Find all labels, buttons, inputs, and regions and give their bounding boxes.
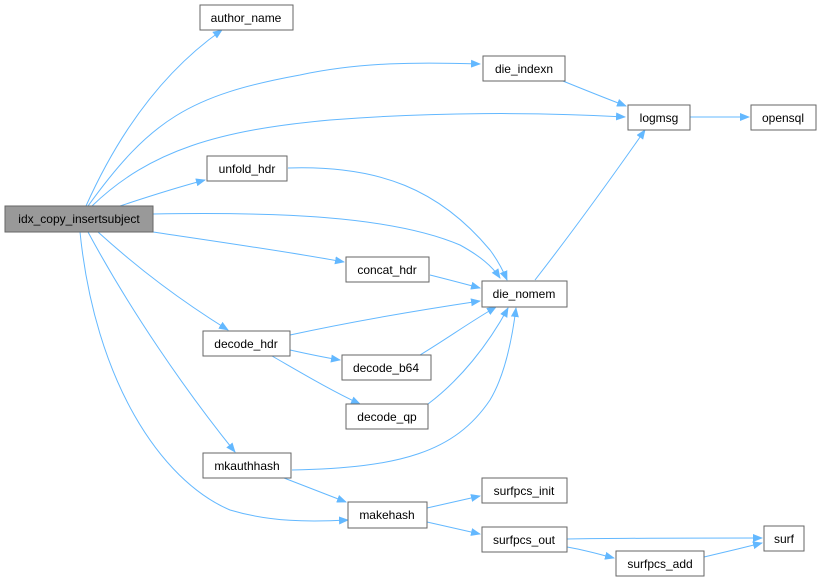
edge-mkauthhash-to-die-nomem [291,307,519,471]
edge-idx-to-die-indexn [87,59,481,207]
node-label: die_indexn [495,62,553,76]
node-label: makehash [359,508,414,522]
edge-die-indexn-to-logmsg [557,78,627,107]
node-label: mkauthhash [214,459,279,473]
edge-unfold-hdr-to-die-nomem [287,167,508,281]
node-decode-qp[interactable]: decode_qp [345,403,429,430]
edge-idx-to-unfold-hdr [119,178,206,207]
node-surf[interactable]: surf [763,525,805,552]
node-label: unfold_hdr [219,162,276,176]
node-label: idx_copy_insertsubject [18,212,140,226]
node-label: decode_b64 [353,361,419,375]
edge-concat-hdr-to-die-nomem [429,274,481,290]
node-label: surfpcs_add [627,557,692,571]
node-label: logmsg [640,111,679,125]
node-author-name[interactable]: author_name [199,4,294,31]
node-label: author_name [211,11,282,25]
node-label: decode_hdr [214,337,277,351]
node-decode-b64[interactable]: decode_b64 [341,354,432,381]
edge-idx-to-decode-hdr [97,231,229,331]
edge-idx-to-mkauthhash [87,231,236,453]
edge-decode-hdr-to-decode-qp [271,355,361,405]
node-surfpcs-out[interactable]: surfpcs_out [481,526,568,553]
node-surfpcs-init[interactable]: surfpcs_init [481,477,568,504]
nodes: idx_copy_insertsubject author_name die_i… [4,4,817,577]
node-decode-hdr[interactable]: decode_hdr [202,330,291,357]
node-idx-copy-insertsubject[interactable]: idx_copy_insertsubject [4,205,154,233]
node-mkauthhash[interactable]: mkauthhash [202,452,292,479]
edge-decode-hdr-to-die-nomem [289,298,481,336]
edge-makehash-to-surfpcs-init [426,494,481,509]
edge-idx-to-concat-hdr [152,231,345,265]
node-label: decode_qp [357,410,417,424]
node-concat-hdr[interactable]: concat_hdr [345,256,430,283]
node-die-indexn[interactable]: die_indexn [482,55,566,82]
node-label: surfpcs_init [494,484,555,498]
edge-surfpcs-out-to-surf [566,534,763,543]
node-label: die_nomem [493,287,556,301]
edge-makehash-to-surfpcs-out [426,521,481,536]
node-unfold-hdr[interactable]: unfold_hdr [206,155,288,182]
edge-die-nomem-to-logmsg [534,129,646,281]
edge-idx-to-makehash [79,231,349,525]
edge-decode-qp-to-die-nomem [427,307,509,405]
node-label: surf [774,532,795,546]
node-die-nomem[interactable]: die_nomem [481,280,568,308]
edge-surfpcs-add-to-surf [703,541,763,558]
edge-mkauthhash-to-makehash [283,477,347,503]
node-logmsg[interactable]: logmsg [627,104,691,131]
node-makehash[interactable]: makehash [347,501,428,529]
node-opensql[interactable]: opensql [750,104,817,131]
edge-idx-to-logmsg [91,112,626,207]
node-label: concat_hdr [357,263,416,277]
edge-decode-b64-to-die-nomem [419,306,497,356]
edges [79,29,763,560]
edge-idx-to-die-nomem [152,213,501,279]
node-label: opensql [762,111,804,125]
edge-surfpcs-out-to-surfpcs-add [566,546,615,560]
edge-idx-to-author-name [85,29,223,207]
node-surfpcs-add[interactable]: surfpcs_add [615,550,705,577]
edge-decode-hdr-to-decode-b64 [289,349,341,363]
node-label: surfpcs_out [493,533,556,547]
